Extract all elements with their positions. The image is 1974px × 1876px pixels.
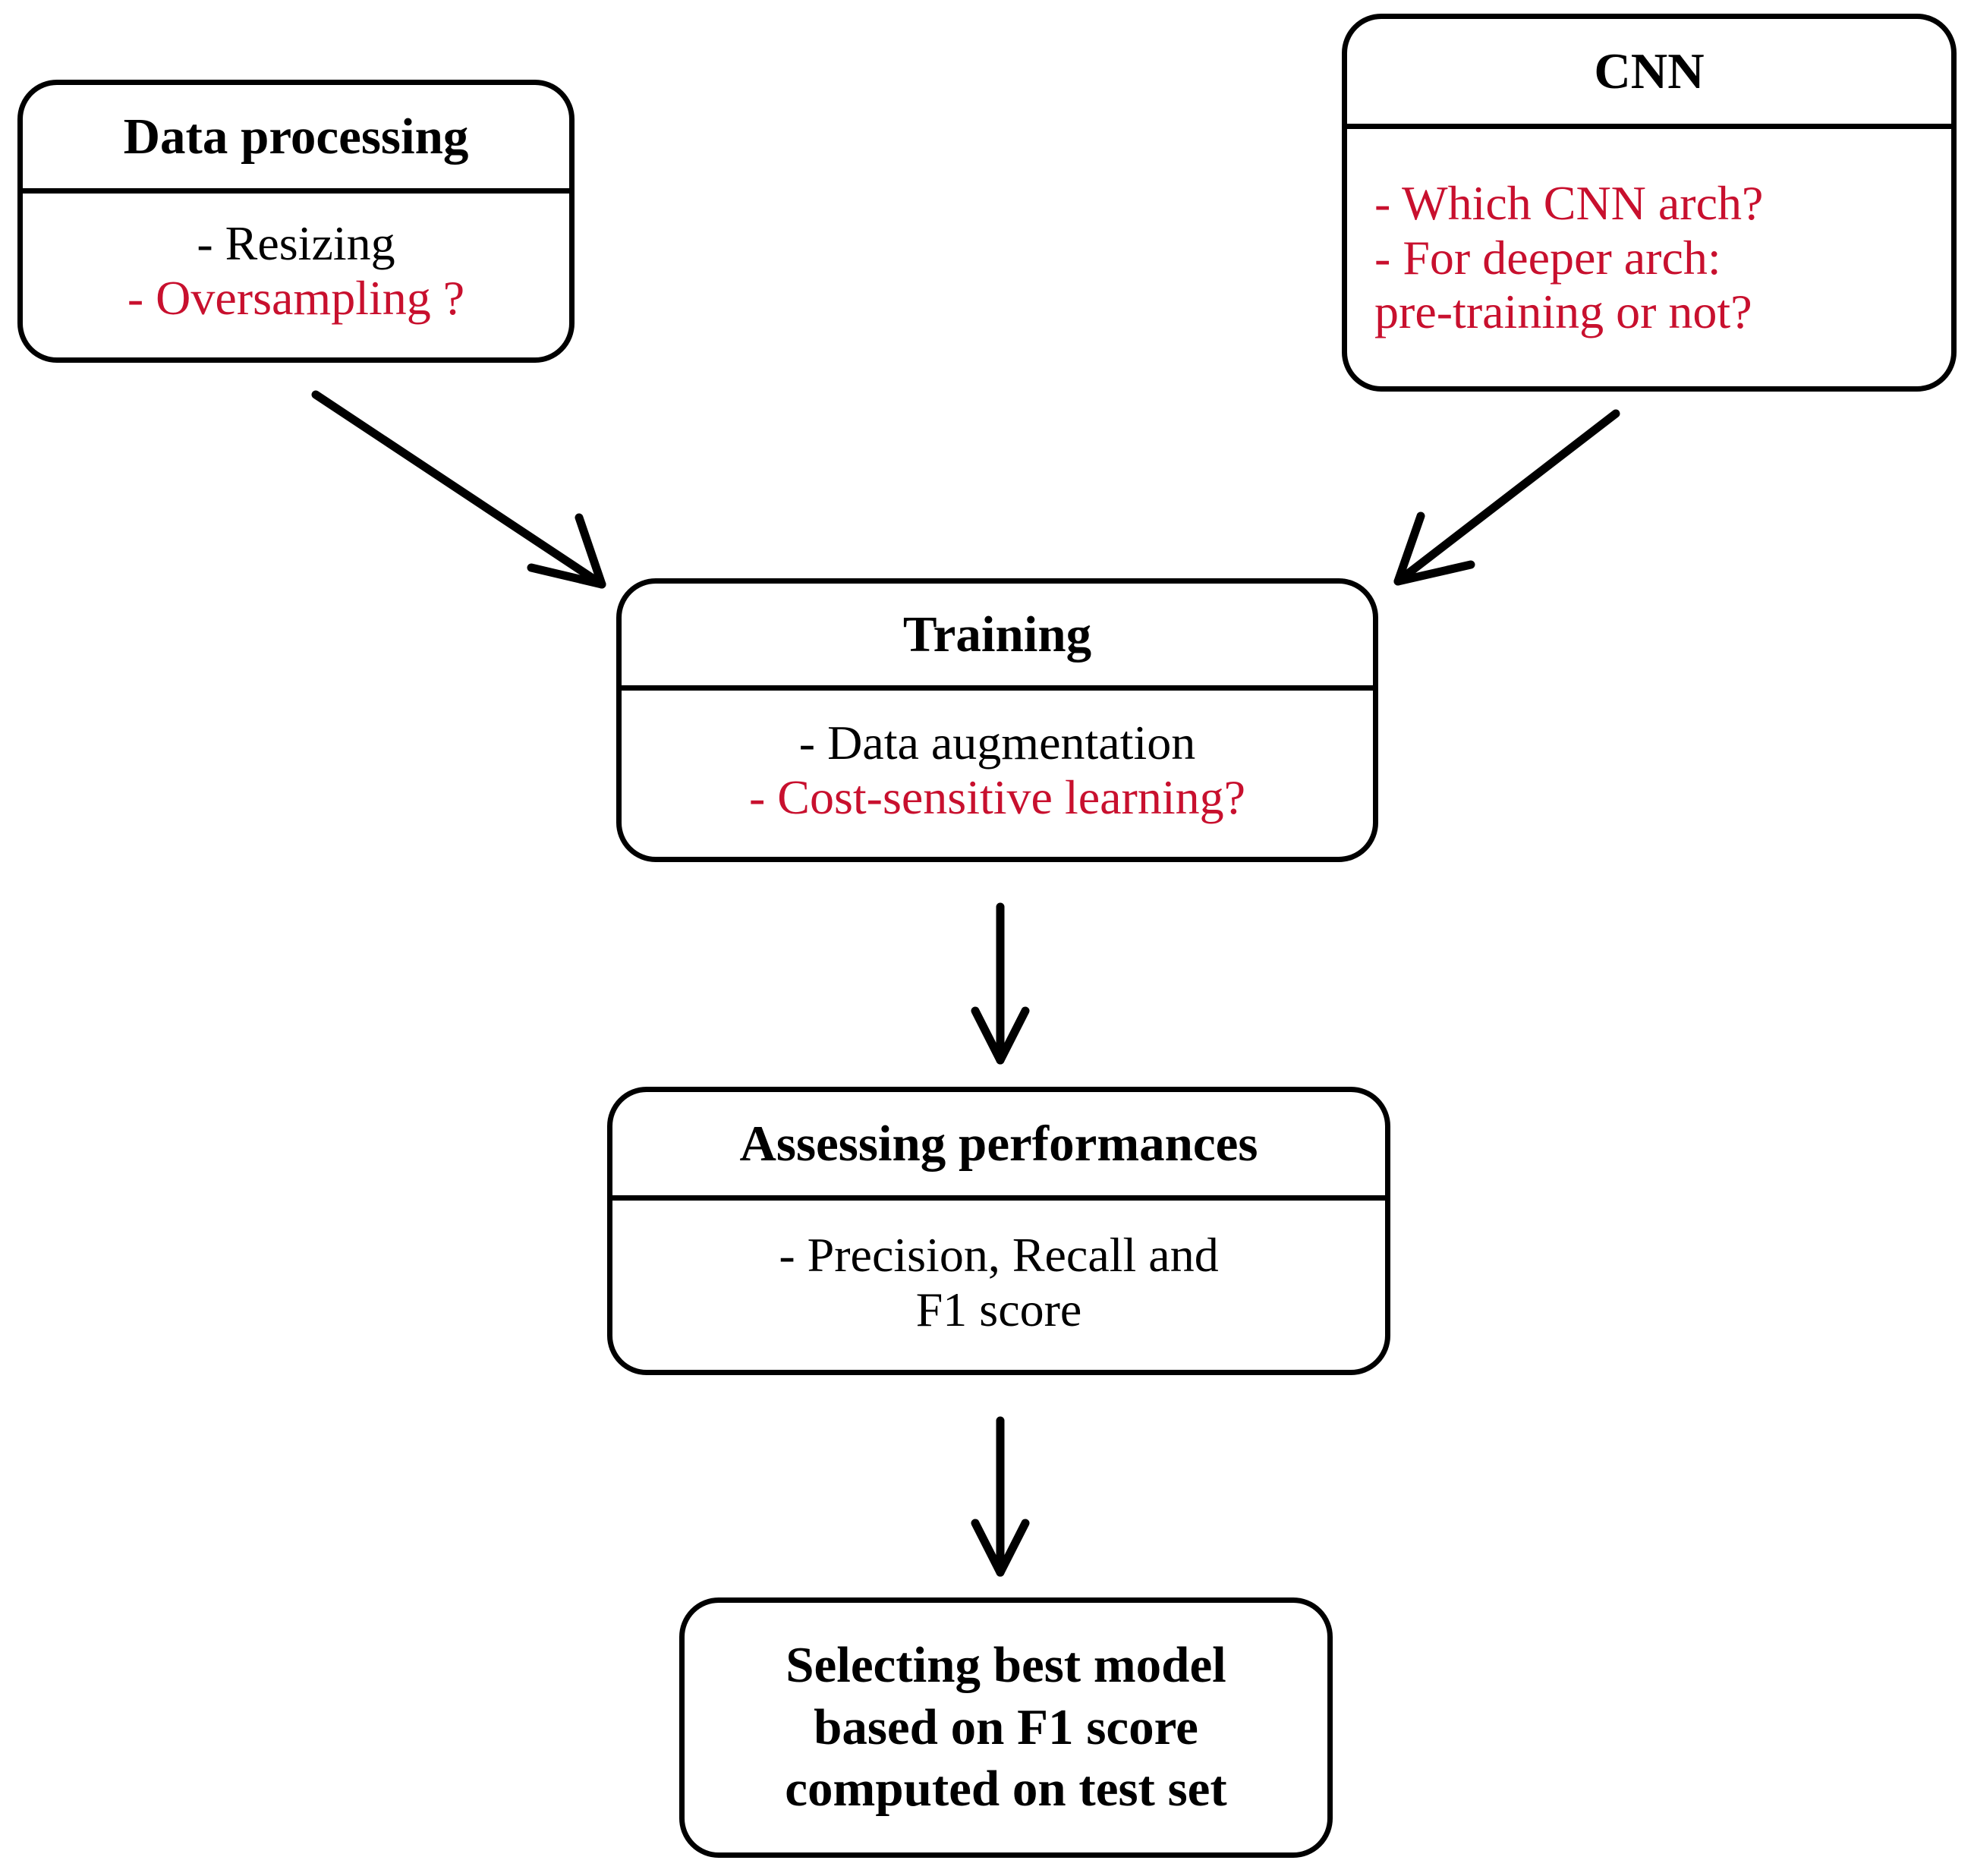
- node-assessing-performances-item-1: - Precision, Recall and: [779, 1227, 1219, 1282]
- node-selecting-best-model-body: Selecting best model based on F1 score c…: [685, 1603, 1327, 1852]
- node-cnn-item-1: - Which CNN arch?: [1374, 175, 1764, 230]
- node-selecting-best-model[interactable]: Selecting best model based on F1 score c…: [679, 1597, 1333, 1858]
- node-selecting-best-model-line-2: based on F1 score: [814, 1698, 1198, 1755]
- edge-assessing-selecting: [971, 1416, 1030, 1577]
- node-data-processing-title: Data processing: [23, 85, 569, 194]
- node-training-title: Training: [622, 584, 1373, 691]
- node-data-processing-body: - Resizing - Oversampling ?: [23, 194, 569, 357]
- node-data-processing[interactable]: Data processing - Resizing - Oversamplin…: [17, 80, 575, 363]
- node-cnn[interactable]: CNN - Which CNN arch? - For deeper arch:…: [1342, 14, 1957, 392]
- edge-cnn-training: [1393, 409, 1620, 586]
- node-data-processing-item-1: - Resizing: [197, 216, 395, 271]
- node-training[interactable]: Training - Data augmentation - Cost-sens…: [616, 578, 1378, 862]
- node-training-item-1: - Data augmentation: [798, 715, 1196, 770]
- node-assessing-performances-title: Assessing performances: [612, 1092, 1385, 1201]
- node-data-processing-item-2: - Oversampling ?: [127, 271, 465, 325]
- edge-training-assessing: [971, 902, 1030, 1065]
- node-selecting-best-model-line-3: computed on test set: [785, 1761, 1227, 1818]
- node-assessing-performances[interactable]: Assessing performances - Precision, Reca…: [607, 1087, 1390, 1375]
- node-training-item-2: - Cost-sensitive learning?: [748, 770, 1246, 824]
- node-assessing-performances-item-2: F1 score: [915, 1282, 1082, 1336]
- node-cnn-title: CNN: [1347, 19, 1951, 129]
- node-cnn-item-3: pre-training or not?: [1374, 285, 1752, 339]
- node-assessing-performances-body: - Precision, Recall and F1 score: [612, 1201, 1385, 1370]
- node-cnn-body: - Which CNN arch? - For deeper arch: pre…: [1347, 129, 1951, 386]
- node-selecting-best-model-line-1: Selecting best model: [786, 1636, 1226, 1693]
- node-cnn-item-2: - For deeper arch:: [1374, 230, 1721, 285]
- edge-data-processing-training: [311, 390, 606, 589]
- node-training-body: - Data augmentation - Cost-sensitive lea…: [622, 691, 1373, 857]
